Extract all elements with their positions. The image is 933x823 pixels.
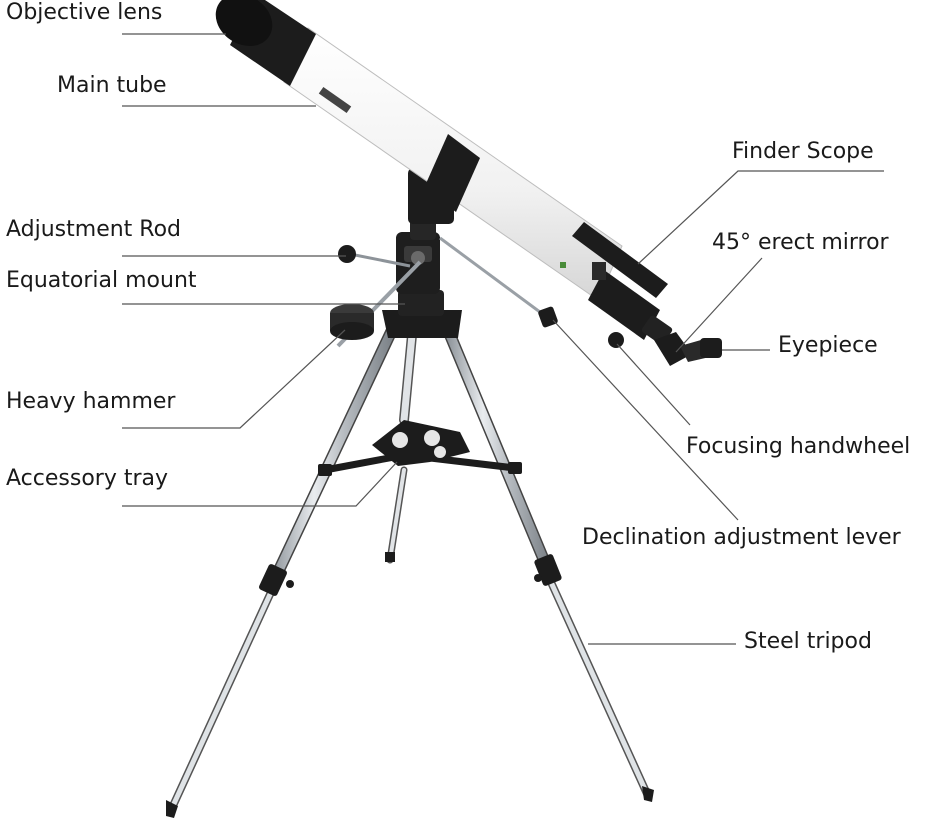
erect-mirror-shape <box>654 332 722 366</box>
leader-lines <box>122 33 884 645</box>
label-steel-tripod: Steel tripod <box>744 629 872 654</box>
adjustment-rod-shape <box>338 245 411 268</box>
label-eyepiece: Eyepiece <box>778 333 878 358</box>
label-main-tube: Main tube <box>57 73 167 98</box>
label-focusing-handwheel: Focusing handwheel <box>686 434 911 459</box>
steel-tripod-legs <box>168 324 652 812</box>
label-adjustment-rod: Adjustment Rod <box>6 217 182 242</box>
finder-scope-shape <box>572 222 668 298</box>
declination-lever-shape <box>439 236 558 328</box>
leader-finder-scope <box>637 170 884 265</box>
main-tube-shape <box>215 0 623 301</box>
label-heavy-hammer: Heavy hammer <box>6 389 176 414</box>
accessory-tray-shape <box>318 420 522 476</box>
label-accessory-tray: Accessory tray <box>6 466 169 491</box>
label-erect-mirror: 45° erect mirror <box>712 230 889 255</box>
leader-focusing-handwheel <box>616 343 691 426</box>
label-equatorial-mount: Equatorial mount <box>6 268 197 293</box>
label-finder-scope: Finder Scope <box>732 139 874 164</box>
leader-declination-lever <box>552 319 739 521</box>
leader-accessory-tray <box>122 461 398 507</box>
label-declination-adjustment-lever: Declination adjustment lever <box>582 525 901 550</box>
tripod-head <box>382 290 462 338</box>
leader-erect-mirror <box>675 257 763 353</box>
label-objective-lens: Objective lens <box>6 0 163 25</box>
leader-heavy-hammer <box>122 329 346 429</box>
tripod-leg-clamps <box>166 552 654 818</box>
